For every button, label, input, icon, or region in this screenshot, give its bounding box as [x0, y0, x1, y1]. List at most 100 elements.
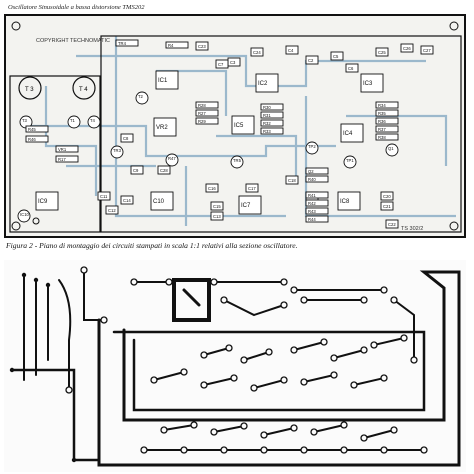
pcb-pad	[290, 424, 298, 432]
component: C13	[210, 211, 224, 221]
component-ref-label: R35	[378, 111, 386, 116]
component: R37	[375, 125, 399, 133]
component: TR4	[115, 39, 139, 47]
component: R42	[305, 199, 329, 207]
component: R43	[305, 207, 329, 215]
component-ref-label: C11	[100, 194, 108, 199]
pcb-pad	[300, 378, 308, 386]
page-header: Oscillatore Sinusoidale a bassa distorsi…	[8, 4, 145, 11]
component-ref-label: R41	[308, 193, 316, 198]
component-ref-label: R33	[263, 129, 271, 134]
component: C4	[285, 45, 299, 55]
component: C28	[157, 165, 171, 175]
pcb-pad	[300, 446, 308, 454]
component: T4	[87, 115, 101, 129]
pcb-pad	[390, 426, 398, 434]
pcb-pad	[350, 381, 358, 389]
component-ref-label: VR2	[156, 125, 168, 131]
component-ref-label: VR1	[58, 147, 67, 152]
component: R34	[375, 101, 399, 109]
component-ref-label: Q1	[388, 146, 394, 151]
component: TP2	[305, 141, 319, 155]
pcb-pad	[225, 344, 233, 352]
component-ref-label: C6	[348, 66, 354, 71]
component: C18	[285, 175, 299, 185]
component-ref-label: C7	[218, 62, 224, 67]
pcb-pad	[65, 386, 73, 394]
pcb-pad	[380, 374, 388, 382]
component-ref-label: IC8	[340, 199, 350, 205]
component: TP1	[343, 155, 357, 169]
component: Q1	[385, 143, 399, 157]
component-ref-label: C15	[213, 204, 221, 209]
component: R28	[195, 101, 219, 109]
component: T2	[135, 91, 149, 105]
pcb-pad	[280, 278, 288, 286]
figure-caption: Figura 2 - Piano di montaggio dei circui…	[6, 241, 298, 250]
component: R27	[195, 109, 219, 117]
pcb-pad	[180, 368, 188, 376]
component: IC9	[35, 191, 59, 211]
pcb-pad	[160, 426, 168, 434]
component-ref-label: C20	[383, 194, 391, 199]
component-ref-label: TP2	[308, 144, 316, 149]
component-ref-label: C5	[333, 54, 339, 59]
component-ref-label: T3	[22, 118, 28, 123]
pcb-pad	[150, 376, 158, 384]
component-ref-label: R45	[28, 127, 36, 132]
pcb-pad	[310, 428, 318, 436]
pcb-pad	[390, 296, 398, 304]
component-ref-label: TR3	[113, 148, 122, 153]
component-ref-label: R31	[263, 113, 271, 118]
component: C10	[150, 191, 174, 211]
component: IC4	[340, 123, 364, 143]
pcb-pads	[65, 266, 428, 454]
component-ref-label: C25	[378, 50, 386, 55]
component: IC3	[360, 73, 384, 93]
component: C6	[345, 63, 359, 73]
pcb-pad	[200, 351, 208, 359]
pcb-pad	[80, 266, 88, 274]
component-ref-label: R37	[378, 127, 386, 132]
component-ref-label: R17	[58, 157, 66, 162]
component-ref-label: R28	[198, 103, 206, 108]
component: C20	[380, 191, 394, 201]
component: R31	[260, 111, 284, 119]
component: R35	[375, 109, 399, 117]
component-ref-label: T4	[90, 118, 96, 123]
pcb-pad	[290, 346, 298, 354]
pcb-pad	[420, 446, 428, 454]
component-layout-svg: COPYRIGHT TECHNOMATIC TS 302/2 T 3 T 4 T…	[9, 21, 462, 233]
component-ref-label: IC1	[158, 78, 168, 84]
pcb-pad	[400, 334, 408, 342]
t3-label: T 3	[25, 87, 34, 93]
pcb-artwork	[4, 260, 466, 472]
component-ref-label: C13	[213, 214, 221, 219]
component-ref-label: C4	[288, 48, 294, 53]
pcb-pad	[190, 421, 198, 429]
pcb-pad	[340, 446, 348, 454]
pcb-pad	[180, 446, 188, 454]
component: R33	[260, 127, 284, 135]
component-ref-label: R40	[308, 177, 316, 182]
pcb-pad	[200, 381, 208, 389]
component: TR3	[110, 145, 124, 159]
component: R46	[25, 135, 49, 143]
component-ref-label: C21	[383, 204, 391, 209]
component-ref-label: C10	[153, 199, 165, 205]
component: IC2	[255, 73, 279, 93]
component-ref-label: C16	[208, 186, 216, 191]
component: C11	[97, 191, 111, 201]
component-ref-label: C22	[388, 222, 396, 227]
component-ref-label: C27	[423, 48, 431, 53]
component: R40	[305, 175, 329, 183]
component-ref-label: R34	[378, 103, 386, 108]
component-ref-label: R46	[28, 137, 36, 142]
copyright-label: COPYRIGHT TECHNOMATIC	[36, 38, 110, 44]
component-ref-label: C26	[403, 46, 411, 51]
component-ref-label: C14	[123, 198, 131, 203]
component-ref-label: T1	[70, 118, 76, 123]
pcb-pad	[360, 434, 368, 442]
component-ref-label: IC7	[241, 203, 251, 209]
component: C15	[210, 201, 224, 211]
